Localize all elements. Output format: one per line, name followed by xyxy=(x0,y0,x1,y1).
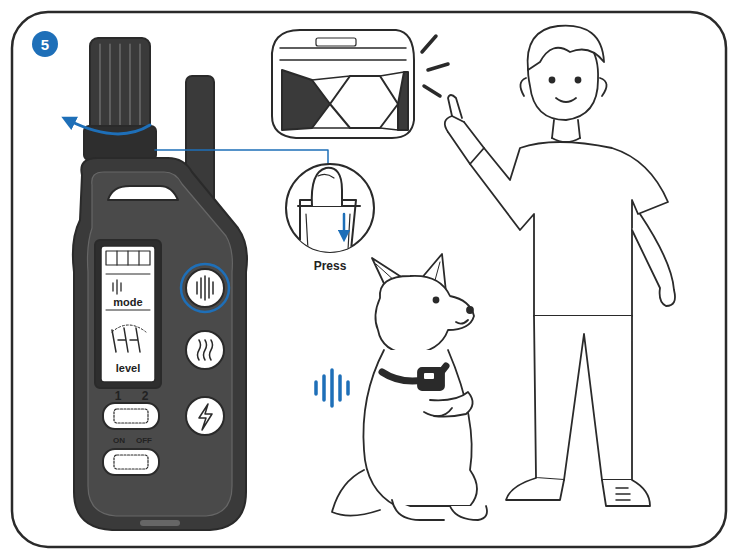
frame xyxy=(12,12,726,547)
step-number: 5 xyxy=(32,31,58,57)
buttons xyxy=(181,264,229,435)
control-label: level xyxy=(116,363,140,374)
control-label: 2 xyxy=(142,390,149,402)
collar-receiver xyxy=(272,30,414,138)
person xyxy=(445,26,675,506)
sound-marks xyxy=(422,36,448,96)
control-label: OFF xyxy=(136,437,152,445)
switches xyxy=(103,403,159,475)
rotate-arrow xyxy=(68,120,150,134)
dog xyxy=(332,254,487,520)
press-inset xyxy=(286,164,374,260)
lcd-screen xyxy=(95,240,161,388)
leader-line xyxy=(155,150,328,164)
control-label: ON xyxy=(113,437,125,445)
remote-body xyxy=(73,158,247,530)
knob xyxy=(84,38,156,160)
control-label: mode xyxy=(113,297,142,308)
action-label: Press xyxy=(314,260,347,272)
step-number-text: 5 xyxy=(41,36,49,53)
lanyard-hole xyxy=(108,186,178,200)
vibration-icon xyxy=(316,370,348,406)
control-label: 1 xyxy=(115,390,122,402)
remote-face xyxy=(88,172,233,516)
